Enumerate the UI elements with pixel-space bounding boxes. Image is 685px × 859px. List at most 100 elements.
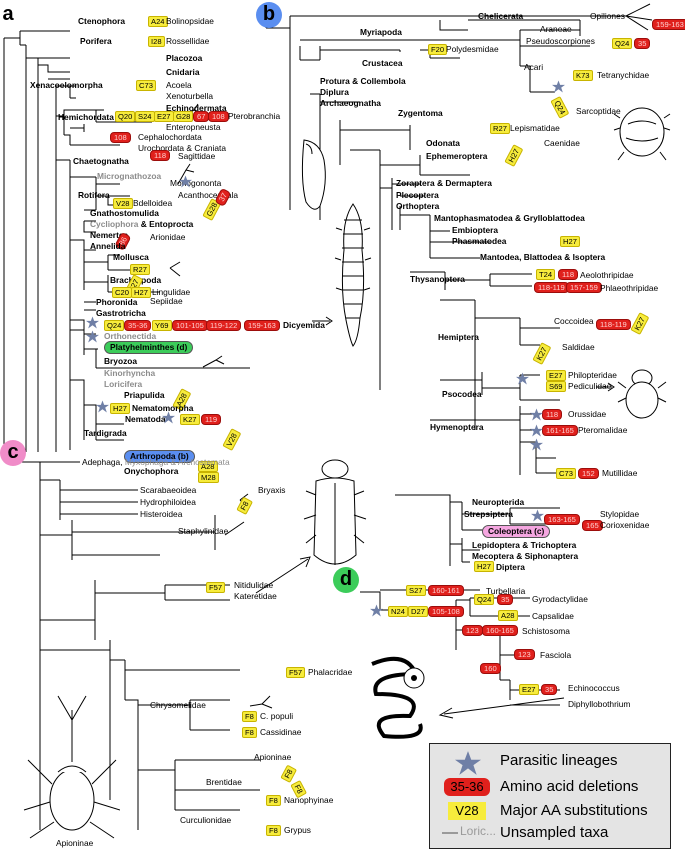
star-icon	[552, 80, 565, 93]
taxon-embioptera: Embioptera	[452, 225, 499, 235]
taxon-acoela: Acoela	[166, 80, 192, 90]
taxon-orussidae: Orussidae	[568, 409, 607, 419]
del-118: 118	[150, 150, 171, 161]
star-icon	[86, 316, 99, 329]
star-icon	[370, 604, 383, 617]
taxon-bryozoa: Bryozoa	[104, 356, 138, 366]
sub-y69: Y69	[152, 320, 172, 331]
arrow-icon	[596, 382, 615, 392]
taxon-turbellaria: Turbellaria	[486, 586, 526, 596]
sub-e27-d: E27	[519, 684, 539, 695]
taxon-odonata: Odonata	[426, 138, 460, 148]
sub-f8-nano: F8	[266, 795, 281, 806]
taxon-corioxenidae: Corioxenidae	[600, 520, 650, 530]
taxon-crustacea: Crustacea	[362, 58, 403, 68]
sub-q20: Q20	[115, 111, 136, 122]
sub-r27: R27	[130, 264, 150, 275]
sub-q24-b: Q24	[612, 38, 633, 49]
taxon-saldidae: Saldidae	[562, 342, 595, 352]
myxophaga-text: Myxophaga & Archostemata	[124, 457, 230, 467]
panel-label-b: b	[256, 2, 282, 28]
legend-deletions: Amino acid deletions	[500, 778, 639, 795]
star-icon	[179, 175, 192, 188]
parasitic-star-icon	[455, 751, 481, 775]
taxon-pseudoscorpiones: Pseudoscorpiones	[526, 36, 595, 46]
del-118-119-coc: 118-119	[596, 319, 631, 330]
acanthocephalan-illustration	[301, 139, 326, 210]
sub-c73-b: C73	[556, 468, 576, 479]
taxon-opiliones: Opiliones	[590, 11, 625, 21]
legend-unsampled-sample: Loric...	[460, 824, 497, 838]
del-152: 152	[578, 468, 599, 479]
weevil-illustration	[23, 695, 120, 839]
taxon-acari: Acari	[524, 62, 544, 72]
taxon-tetranychidae: Tetranychidae	[597, 70, 650, 80]
del-108-ceph: 108	[110, 132, 131, 143]
taxon-bryaxis: Bryaxis	[258, 485, 286, 495]
sub-c73: C73	[136, 80, 156, 91]
taxon-porifera: Porifera	[80, 36, 112, 46]
adephaga-text: Adephaga,	[82, 457, 125, 467]
arthropoda-pill: Arthropoda (b)	[124, 450, 195, 463]
del-105-108: 105-108	[428, 606, 464, 617]
taxon-nanophyinae: Nanophyinae	[284, 795, 334, 805]
taxon-placozoa: Placozoa	[166, 53, 203, 63]
sub-d27: D27	[408, 606, 428, 617]
sub-s27-d: S27	[406, 585, 426, 596]
taxon-arionidae: Arionidae	[150, 232, 186, 242]
taxon-scarabaeoidea: Scarabaeoidea	[140, 485, 197, 495]
del-159-163: 159-163	[244, 320, 280, 331]
taxon-urochordata: Urochordata & Craniata	[138, 143, 226, 153]
taxon-staphylinidae: Staphylinidae	[178, 526, 229, 536]
taxon-nematoda: Nematoda	[125, 414, 166, 424]
taxon-psocodea: Psocodea	[442, 389, 482, 399]
taxon-mantodea: Mantodea, Blattodea & Isoptera	[480, 252, 606, 262]
taxon-diptera: Diptera	[496, 562, 525, 572]
taxon-orthoptera: Orthoptera	[396, 201, 440, 211]
legend-deletion-swatch: 35-36	[444, 778, 490, 796]
sub-t24: T24	[536, 269, 556, 280]
caption-apioninae: Apioninae	[56, 838, 94, 848]
taxon-gyrodactylidae: Gyrodactylidae	[532, 594, 588, 604]
taxon-cpopuli: C. populi	[260, 711, 294, 721]
legend-unsampled: Unsampled taxa	[500, 824, 609, 841]
taxon-acanthocephala: Acanthocephala	[178, 190, 239, 200]
taxon-hydrophiloidea: Hydrophiloidea	[140, 497, 196, 507]
taxon-chrysomelidae: Chrysomelidae	[150, 700, 206, 710]
taxon-bolinopsidae: Bolinopsidae	[166, 16, 214, 26]
sub-q24-d: Q24	[474, 594, 495, 605]
del-123-schist: 123	[462, 625, 483, 636]
arrow-icon	[312, 316, 333, 326]
taxon-myriapoda: Myriapoda	[360, 27, 402, 37]
taxon-araneae: Araneae	[540, 24, 572, 34]
taxon-cnidaria: Cnidaria	[166, 67, 200, 77]
taxon-bdelloidea: Bdelloidea	[133, 198, 173, 208]
sub-e27: E27	[154, 111, 174, 122]
beetle-illustration	[303, 459, 367, 565]
sub-a28-onychophora: A28	[198, 461, 218, 472]
taxon-aeolothripidae: Aeolothripidae	[580, 270, 634, 280]
arrow-icon	[255, 556, 311, 594]
taxon-echinococcus: Echinococcus	[568, 683, 620, 693]
sub-h27: H27	[131, 287, 151, 298]
del-160-d: 160	[480, 663, 501, 674]
taxon-enteropneusta: Enteropneusta	[166, 122, 221, 132]
star-icon	[96, 400, 109, 413]
sub-v28: V28	[113, 198, 133, 209]
entoprocta-text: & Entoprocta	[138, 219, 194, 229]
taxon-mollusca: Mollusca	[113, 252, 149, 262]
taxon-pediculidae: Pediculidae	[568, 381, 612, 391]
taxon-zoraptera: Zoraptera & Dermaptera	[396, 178, 492, 188]
star-icon	[516, 372, 529, 385]
taxon-phlaeothripidae: Phlaeothripidae	[600, 283, 659, 293]
taxon-gastrotricha: Gastrotricha	[96, 308, 146, 318]
taxon-histeroidea: Histeroidea	[140, 509, 183, 519]
taxon-pteromalidae: Pteromalidae	[578, 425, 628, 435]
sub-g28: G28	[173, 111, 194, 122]
taxon-caenidae: Caenidae	[544, 138, 580, 148]
sub-e27-b: E27	[546, 370, 566, 381]
del-119-122: 119-122	[206, 320, 242, 331]
sub-n24: N24	[388, 606, 408, 617]
taxon-diphyllobothrium: Diphyllobothrium	[568, 699, 631, 709]
